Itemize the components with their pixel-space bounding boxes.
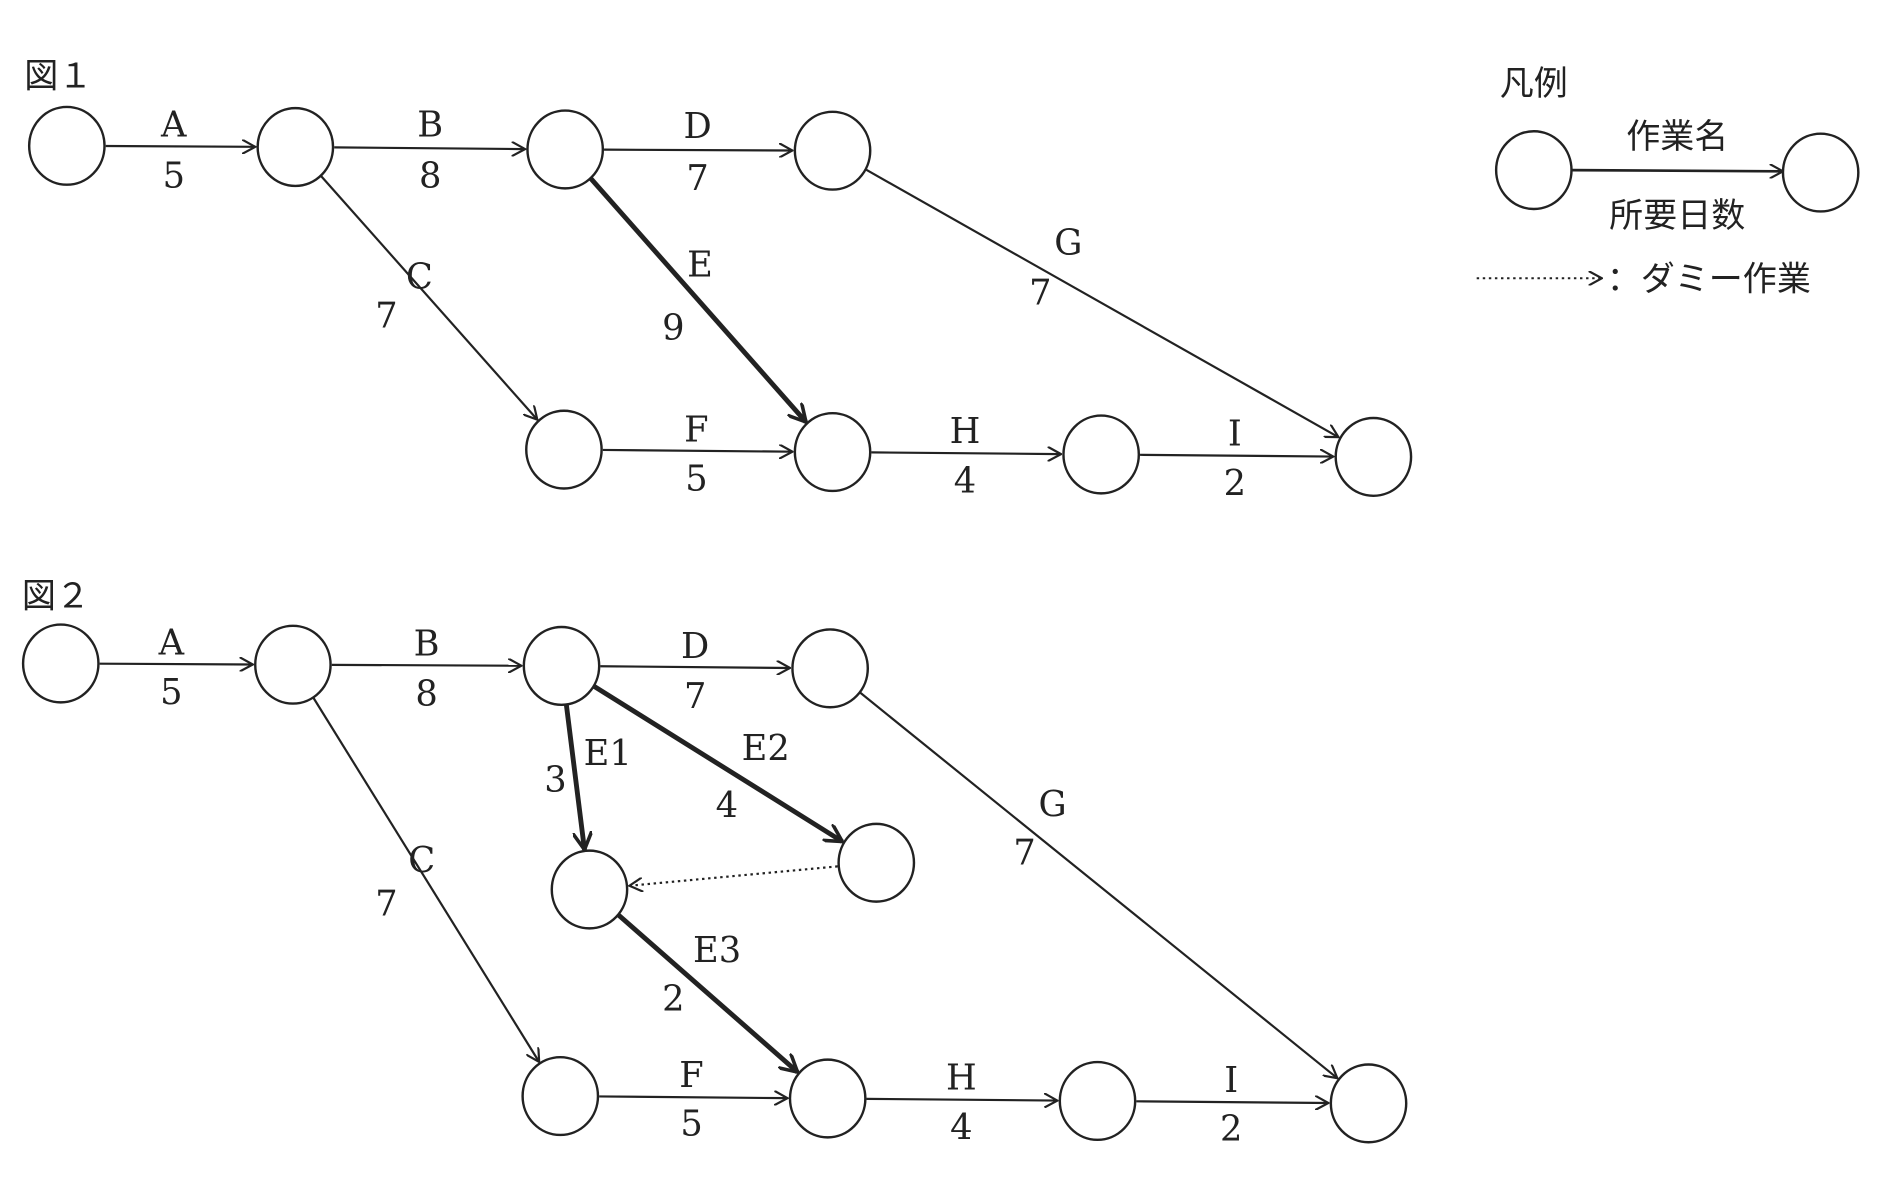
task-arrow-h <box>871 452 1061 454</box>
task-arrow-b <box>331 665 522 666</box>
figure-2-title: 図２ <box>22 577 90 617</box>
event-node <box>525 409 603 490</box>
task-name-label: C <box>406 257 433 298</box>
legend-title: 凡例 <box>1500 64 1568 104</box>
legend-task-name: 作業名 <box>1626 117 1728 157</box>
task-name-label: F <box>684 410 708 451</box>
task-days-label: 8 <box>419 156 441 197</box>
task-arrow-i <box>1136 1101 1328 1103</box>
task-name-label: B <box>414 624 440 665</box>
task-arrow-d <box>604 150 792 151</box>
event-node <box>791 628 869 709</box>
task-name-label: G <box>1038 784 1066 825</box>
task-arrow-c <box>320 175 537 420</box>
task-name-label: E3 <box>693 930 741 971</box>
legend-start-node <box>1494 130 1573 211</box>
task-name-label: A <box>158 622 185 663</box>
task-days-label: 8 <box>415 673 437 714</box>
dummy-task-arrow <box>629 865 838 885</box>
task-name-label: C <box>408 840 435 881</box>
figure-1-title: 図１ <box>24 56 92 96</box>
task-name-label: B <box>417 105 443 146</box>
task-days-label: 5 <box>160 672 182 713</box>
task-name-label: F <box>679 1055 703 1096</box>
task-arrow-b <box>334 147 525 149</box>
event-node <box>788 1058 867 1139</box>
task-name-label: D <box>684 106 712 147</box>
task-name-label: E1 <box>584 733 632 774</box>
task-name-label: I <box>1224 1060 1238 1101</box>
task-days-label: 7 <box>684 676 706 717</box>
task-days-label: 3 <box>544 760 566 801</box>
event-node <box>837 822 916 903</box>
event-node <box>1062 414 1141 495</box>
task-name-label: E <box>687 244 713 285</box>
event-node <box>1329 1063 1408 1144</box>
event-node <box>1334 416 1413 498</box>
task-name-label: I <box>1228 413 1242 454</box>
task-days-label: 4 <box>954 461 976 502</box>
event-node <box>256 106 335 188</box>
task-name-label: E2 <box>742 728 790 769</box>
task-days-label: 4 <box>716 785 738 826</box>
task-arrow-f <box>599 1096 787 1098</box>
task-days-label: 2 <box>1224 463 1246 504</box>
task-days-label: 7 <box>686 158 708 199</box>
task-arrow-a <box>99 664 253 665</box>
task-arrow-f <box>602 450 793 452</box>
event-node <box>522 625 601 707</box>
task-name-label: G <box>1054 223 1082 264</box>
task-days-label: 5 <box>163 156 185 197</box>
task-days-label: 7 <box>375 295 397 336</box>
task-arrow-e <box>589 176 806 422</box>
task-arrow-g <box>859 691 1337 1078</box>
task-arrow-h <box>866 1099 1058 1101</box>
task-arrow-e2 <box>593 684 842 844</box>
task-arrow-c <box>312 697 539 1062</box>
task-name-label: H <box>950 411 981 452</box>
event-node <box>526 109 605 190</box>
task-days-label: 2 <box>1220 1108 1242 1149</box>
task-arrow-g <box>865 168 1338 437</box>
legend-arrow <box>1571 170 1782 171</box>
event-node <box>254 624 332 705</box>
event-node <box>521 1055 600 1137</box>
event-node <box>550 849 629 930</box>
task-name-label: H <box>946 1057 977 1098</box>
task-arrow-d <box>600 666 790 668</box>
task-days-label: 2 <box>662 978 684 1019</box>
legend-required-days: 所要日数 <box>1609 196 1745 236</box>
task-name-label: D <box>681 626 709 667</box>
legend-dummy-label: ：ダミー作業 <box>1607 259 1811 299</box>
task-days-label: 4 <box>950 1107 972 1148</box>
task-arrow-i <box>1140 455 1333 457</box>
legend: 凡例 作業名 所要日数 ：ダミー作業 <box>1476 64 1860 299</box>
event-node <box>27 105 106 186</box>
event-node <box>1058 1060 1137 1142</box>
task-arrow-e3 <box>617 913 798 1072</box>
task-days-label: 5 <box>680 1104 702 1145</box>
legend-end-node <box>1781 132 1860 213</box>
task-days-label: 7 <box>375 884 397 925</box>
task-days-label: 9 <box>662 308 684 349</box>
task-arrow-e1 <box>563 704 584 849</box>
task-arrow-a <box>105 146 255 147</box>
event-node <box>793 110 872 191</box>
event-node <box>793 411 872 493</box>
task-days-label: 7 <box>1029 272 1051 313</box>
task-days-label: 7 <box>1013 833 1035 874</box>
task-name-label: A <box>160 105 187 146</box>
event-node <box>21 623 100 704</box>
task-days-label: 5 <box>685 458 707 499</box>
